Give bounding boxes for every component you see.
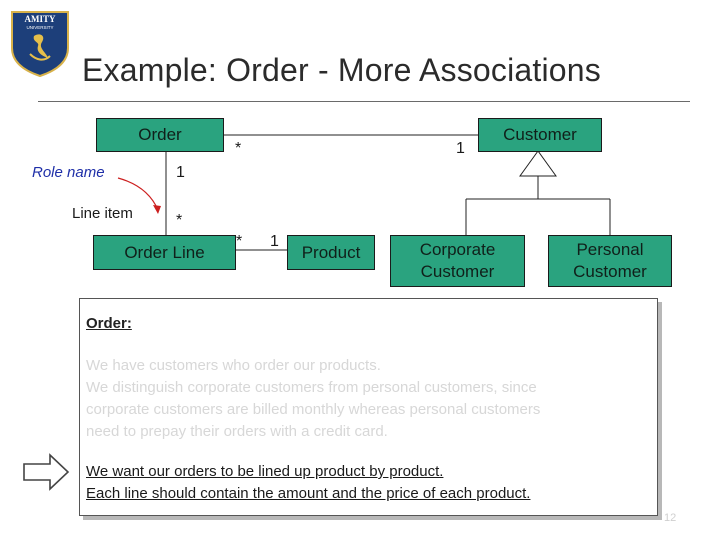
description-panel: Order: We have customers who order our p…: [79, 298, 658, 516]
class-product: Product: [287, 235, 375, 270]
mult-order-customer-customer-end: 1: [456, 140, 465, 157]
mult-order-orderline-order-end: 1: [176, 164, 185, 181]
uml-connectors: [117, 134, 611, 251]
class-personal-customer: Personal Customer: [548, 235, 672, 287]
mult-order-orderline-line-end: *: [176, 212, 183, 229]
class-order-label: Order: [138, 125, 182, 144]
role-name-arrowhead-icon: [153, 205, 161, 214]
class-corporate-label-2: Customer: [420, 262, 495, 281]
class-order-line: Order Line: [93, 235, 236, 270]
panel-line-2: We distinguish corporate customers from …: [86, 379, 537, 396]
generalization-triangle-icon: [519, 150, 557, 177]
class-personal-label-1: Personal: [576, 240, 644, 259]
pointer-arrow-icon: [23, 453, 70, 491]
mult-order-customer-order-end: *: [235, 140, 242, 157]
mult-orderline-product-line-end: *: [236, 233, 243, 250]
class-order-line-label: Order Line: [124, 242, 205, 262]
line-item-role-label: Line item: [72, 205, 133, 222]
class-corporate-customer: Corporate Customer: [390, 235, 525, 287]
class-personal-label-2: Customer: [573, 262, 647, 281]
role-name-annotation: Role name: [32, 164, 105, 181]
logo-subtext: UNIVERSITY: [26, 25, 53, 30]
class-customer: Customer: [478, 118, 602, 152]
logo-shield-icon: AMITY UNIVERSITY: [11, 11, 69, 78]
slide-title: Example: Order - More Associations: [82, 52, 601, 88]
logo-text: AMITY: [25, 14, 56, 24]
class-order: Order: [96, 118, 224, 152]
panel-line-1: We have customers who order our products…: [86, 357, 381, 374]
panel-highlight-1: We want our orders to be lined up produc…: [86, 463, 444, 480]
mult-orderline-product-product-end: 1: [270, 233, 279, 250]
page-number: 12: [664, 512, 677, 524]
class-customer-label: Customer: [503, 125, 577, 144]
class-product-label: Product: [301, 242, 361, 262]
panel-heading: Order:: [86, 315, 132, 332]
panel-line-3: corporate customers are billed monthly w…: [86, 401, 541, 418]
panel-line-4: need to prepay their orders with a credi…: [86, 423, 388, 440]
amity-logo: AMITY UNIVERSITY: [8, 8, 72, 78]
class-corporate-label-1: Corporate: [419, 240, 496, 259]
title-divider: [38, 101, 690, 102]
panel-highlight-2: Each line should contain the amount and …: [86, 485, 531, 502]
